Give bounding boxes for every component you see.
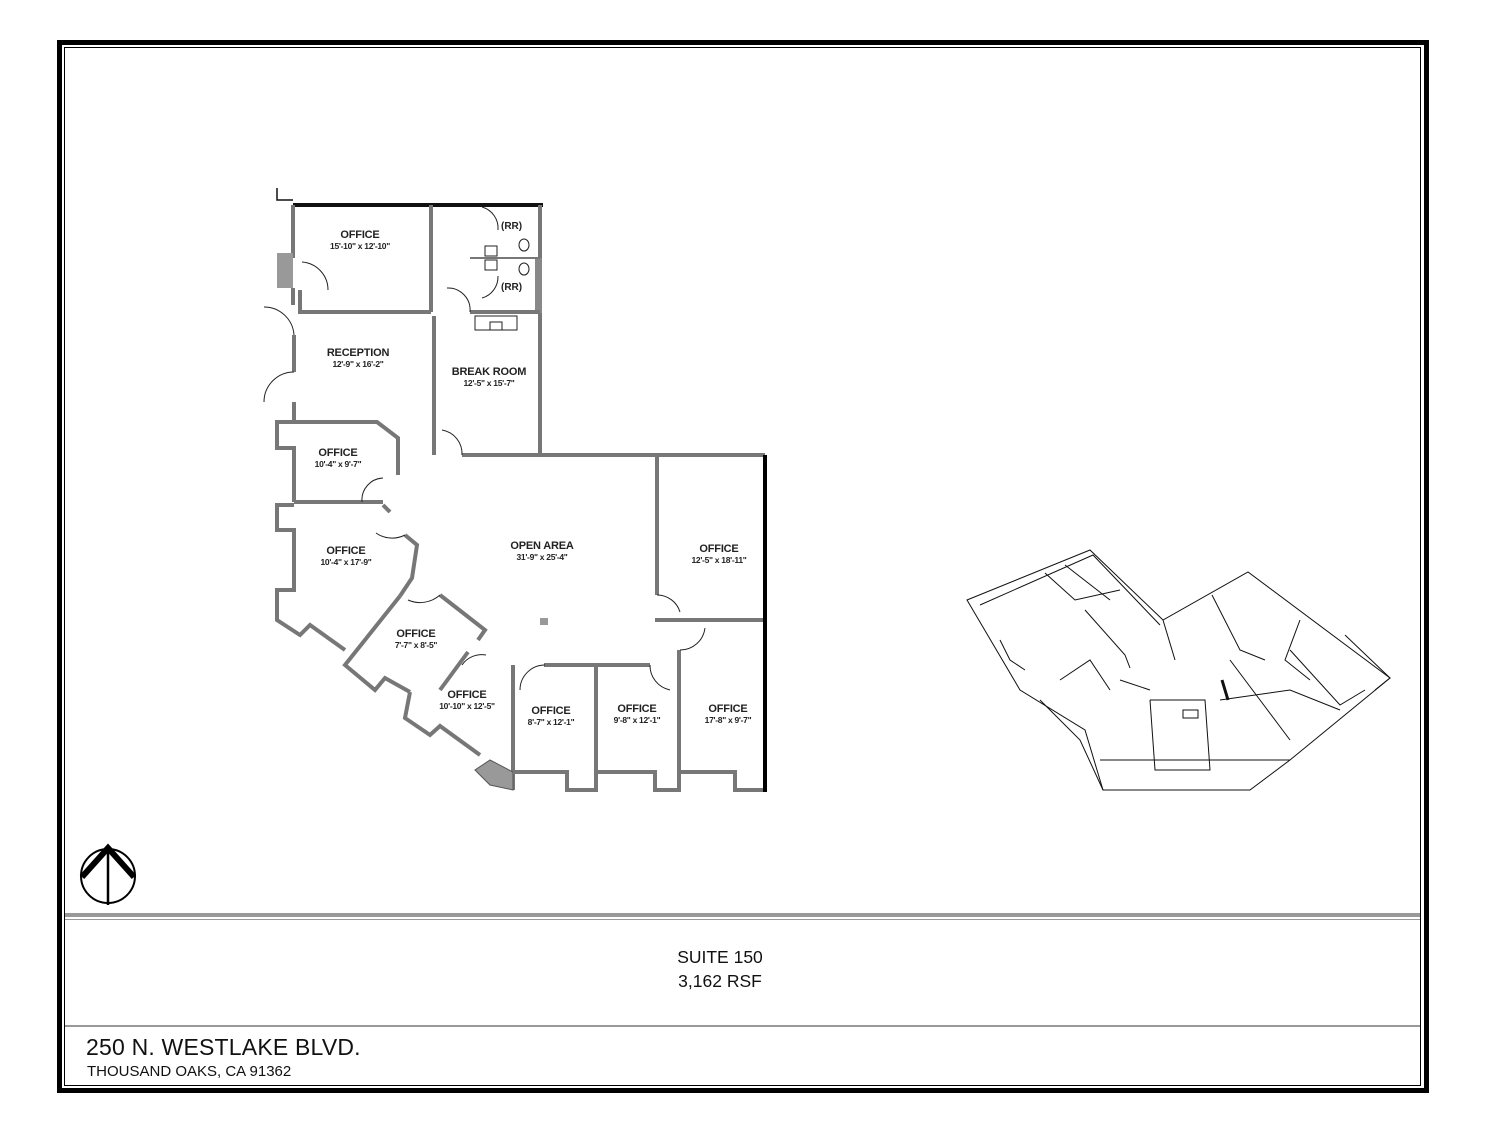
restroom-label: (RR) [501,282,523,293]
room-name: BREAK ROOM [451,366,527,378]
room-label-office-9: OFFICE 17'-8" x 9'-7" [705,703,752,725]
room-label-reception: RECEPTION 12'-9" x 16'-2" [326,347,390,369]
room-dimensions: 12'-9" x 16'-2" [332,359,384,369]
room-dimensions: 7'-7" x 8'-5" [394,640,438,650]
room-label-office-6: OFFICE 10'-10" x 12'-5" [439,689,495,711]
room-dimensions: 31'-9" x 25'-4" [516,552,568,562]
restroom-label: (RR) [501,221,523,232]
room-label-office-8: OFFICE 9'-8" x 12'-1" [614,703,661,725]
room-label-office-1: OFFICE 15'-10" x 12'-10" [330,229,390,251]
room-label-office-5: OFFICE 7'-7" x 8'-5" [394,628,438,650]
room-dimensions: 17'-8" x 9'-7" [704,715,752,725]
room-name: OPEN AREA [510,540,574,552]
room-label-office-2: OFFICE 10'-4" x 9'-7" [315,447,362,469]
room-dimensions: 10'-10" x 12'-5" [439,701,495,711]
room-name: OFFICE [318,447,358,459]
address-street: 250 N. WESTLAKE BLVD. [86,1034,361,1060]
room-dimensions: 12'-5" x 18'-11" [691,555,747,565]
room-dimensions: 15'-10" x 12'-10" [330,241,390,251]
room-name: OFFICE [617,703,657,715]
title-block-separator [65,919,1420,920]
address-city: THOUSAND OAKS, CA 91362 [87,1063,292,1080]
room-dimensions: 12'-5" x 15'-7" [463,378,515,388]
room-name: OFFICE [699,543,739,555]
room-dimensions: 8'-7" x 12'-1" [527,717,575,727]
isometric-3d-floorplan [966,549,1391,791]
room-name: RECEPTION [326,347,390,359]
drawing-frame-outer [57,40,1429,1093]
room-label-break-room: BREAK ROOM 12'-5" x 15'-7" [451,366,527,388]
room-label-office-4: OFFICE 12'-5" x 18'-11" [691,543,746,565]
room-label-open-area: OPEN AREA 31'-9" x 25'-4" [510,540,573,562]
room-name: OFFICE [447,689,487,701]
title-block-separator [65,1025,1420,1027]
room-dimensions: 10'-4" x 17'-9" [320,557,372,567]
room-label-office-7: OFFICE 8'-7" x 12'-1" [528,705,575,727]
suite-info: SUITE 150 3,162 RSF [620,945,820,993]
drawing-frame-inner [64,47,1421,1086]
room-dimensions: 9'-8" x 12'-1" [613,715,661,725]
title-block-separator [65,913,1420,917]
room-dimensions: 10'-4" x 9'-7" [314,459,362,469]
room-name: OFFICE [340,229,380,241]
room-name: OFFICE [531,705,571,717]
room-name: OFFICE [708,703,748,715]
room-name: OFFICE [396,628,436,640]
north-arrow-icon [79,843,137,905]
rentable-area: 3,162 RSF [678,971,762,991]
suite-number: SUITE 150 [677,947,763,967]
room-label-office-3: OFFICE 10'-4" x 17'-9" [320,545,371,567]
room-name: OFFICE [326,545,366,557]
